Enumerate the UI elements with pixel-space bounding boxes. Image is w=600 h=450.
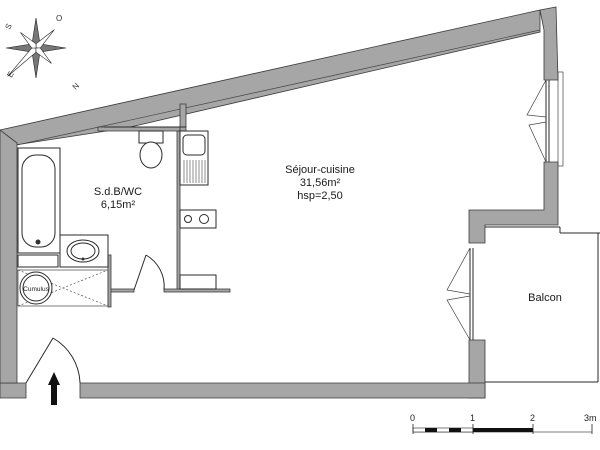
window-upper-right[interactable] bbox=[526, 71, 564, 167]
wall-south-west bbox=[0, 382, 27, 399]
cooktop-icon bbox=[179, 209, 217, 229]
scale-bar bbox=[412, 424, 593, 434]
room-label-sejour: Séjour-cuisine 31,56m² hsp=2,50 bbox=[268, 164, 372, 203]
wall-east-middle bbox=[468, 161, 559, 244]
room-area: 6,15m² bbox=[100, 199, 136, 211]
kitchen-sink-icon bbox=[179, 130, 209, 186]
cumulus-label: Cumulus bbox=[23, 286, 49, 293]
entrance-arrow-icon bbox=[48, 372, 60, 405]
window-balcony[interactable] bbox=[446, 247, 474, 341]
balcony-outline bbox=[485, 226, 600, 383]
room-ceiling-height: hsp=2,50 bbox=[297, 190, 343, 202]
wall-south bbox=[79, 382, 486, 399]
cupboard-icon bbox=[179, 274, 217, 290]
partition-bath-bottom bbox=[109, 288, 135, 293]
water-heater-icon: Cumulus bbox=[17, 269, 109, 307]
compass-rose-icon bbox=[5, 17, 67, 79]
washbasin-icon bbox=[59, 234, 109, 268]
wall-north bbox=[0, 9, 541, 151]
toilet-icon bbox=[138, 130, 164, 169]
wall-west bbox=[0, 129, 18, 384]
wall-east-upper bbox=[539, 6, 559, 81]
room-area: 31,56m² bbox=[299, 177, 341, 189]
bathtub-icon bbox=[17, 147, 61, 268]
compass-west-label: O bbox=[56, 14, 63, 23]
room-name: S.d.B/WC bbox=[93, 186, 143, 198]
room-label-sdb: S.d.B/WC 6,15m² bbox=[78, 186, 158, 212]
scale-tick-1: 1 bbox=[470, 413, 476, 423]
room-name: Séjour-cuisine bbox=[285, 164, 355, 176]
room-label-balcon: Balcon bbox=[515, 292, 575, 305]
scale-tick-3m: 3m bbox=[584, 413, 597, 423]
room-name: Balcon bbox=[528, 292, 562, 304]
bathroom-door[interactable] bbox=[133, 254, 165, 291]
entrance-door[interactable] bbox=[25, 337, 81, 384]
partition-bath-top bbox=[97, 126, 181, 132]
scale-tick-0: 0 bbox=[410, 413, 416, 423]
scale-tick-2: 2 bbox=[530, 413, 536, 423]
